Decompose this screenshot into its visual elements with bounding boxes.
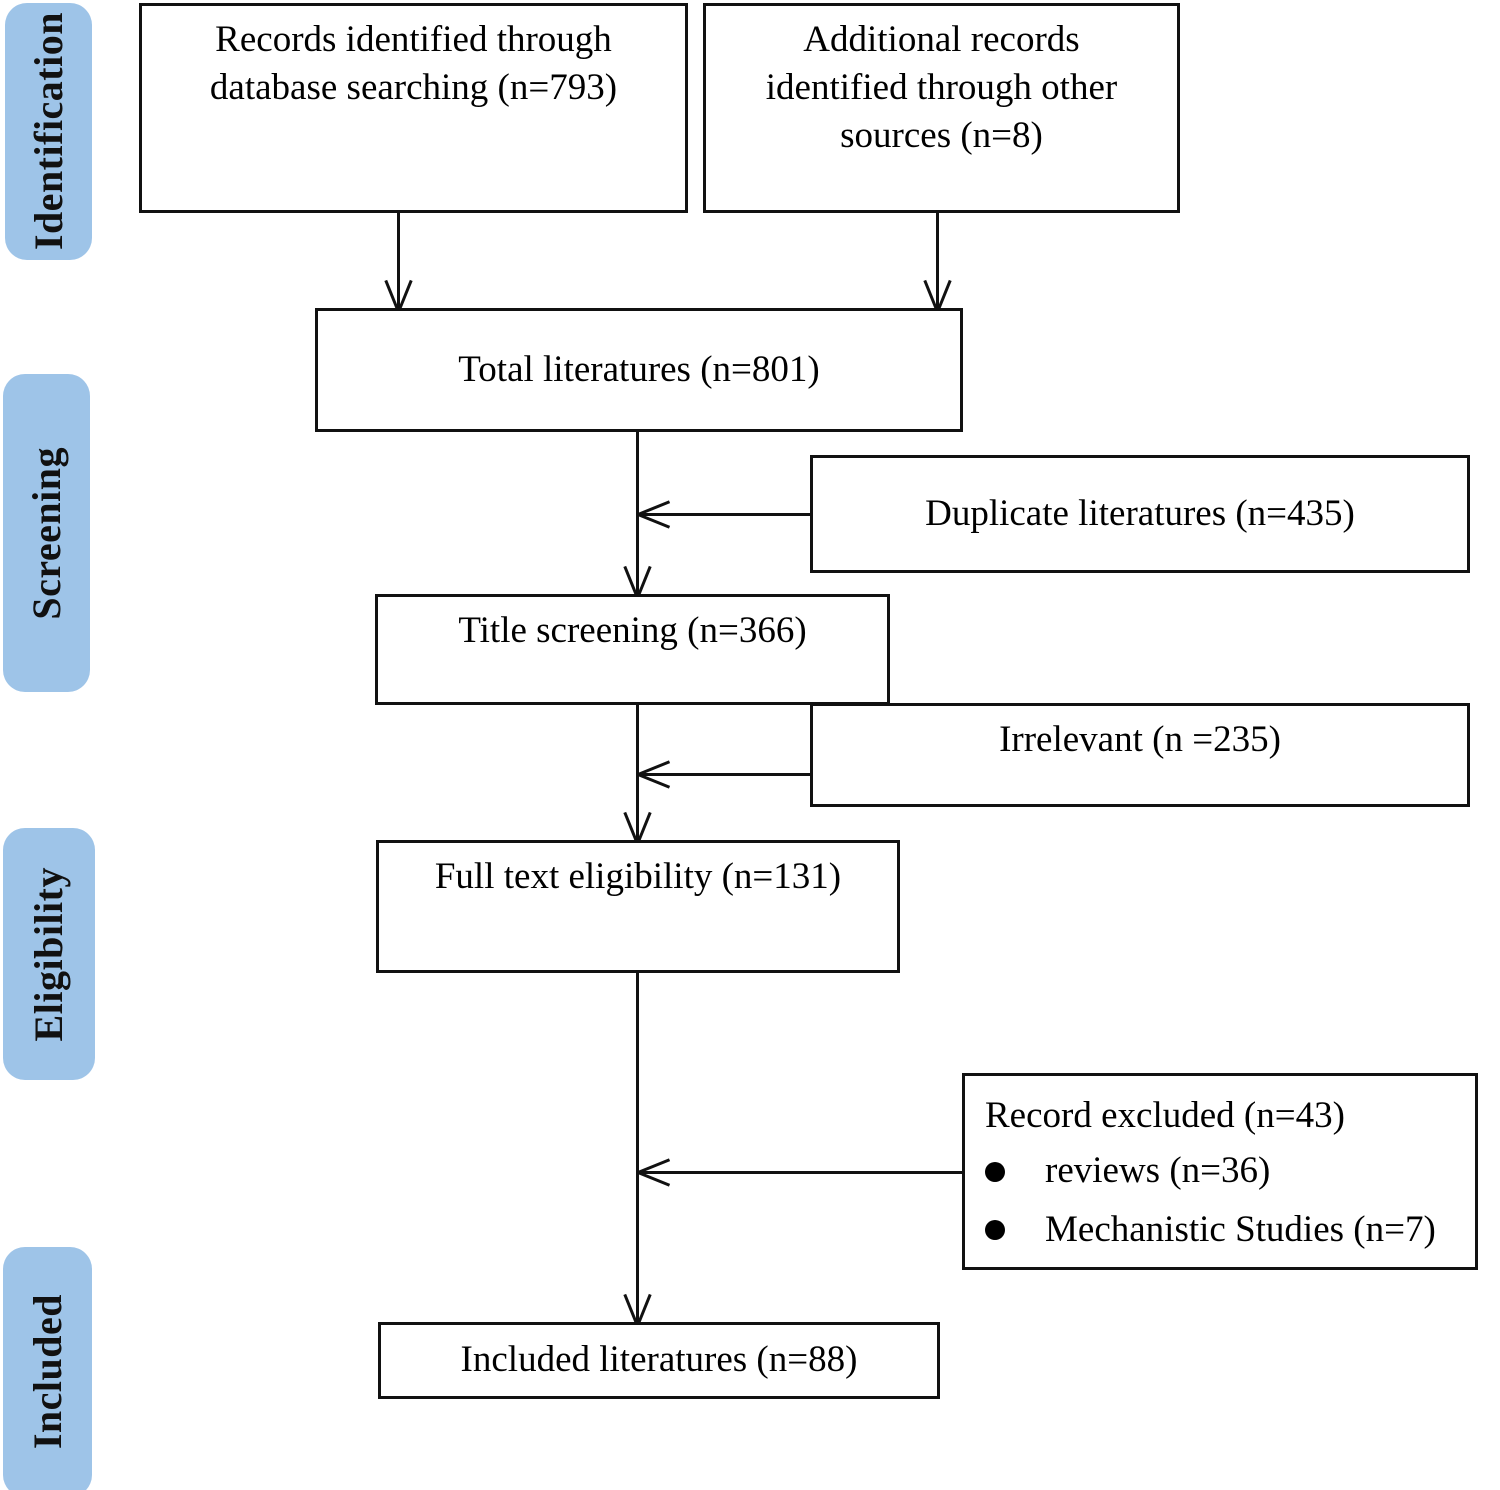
- stage-tab-eligibility-label: Eligibility: [26, 866, 71, 1042]
- box-database-search: Records identified through database sear…: [139, 3, 688, 213]
- record-excluded-title: Record excluded (n=43): [985, 1095, 1345, 1137]
- stage-tab-identification-label: Identification: [25, 12, 71, 251]
- record-excluded-content: Record excluded (n=43) reviews (n=36) Me…: [965, 1078, 1475, 1265]
- box-total-literatures-text: Total literatures (n=801): [458, 348, 820, 390]
- stage-tab-included: Included: [3, 1247, 92, 1490]
- box-title-screening-text: Title screening (n=366): [458, 610, 807, 651]
- box-title-screening: Title screening (n=366): [375, 594, 890, 705]
- box-included-literatures-text: Included literatures (n=88): [460, 1339, 858, 1381]
- record-excluded-item-mechanistic-label: Mechanistic Studies (n=7): [1045, 1208, 1436, 1250]
- box-full-text-eligibility: Full text eligibility (n=131): [376, 840, 900, 973]
- box-irrelevant: Irrelevant (n =235): [810, 703, 1470, 807]
- connector-database-to-total: [397, 213, 400, 308]
- connector-fulltext-to-included: [636, 973, 639, 1322]
- connector-excluded-to-flow: [637, 1171, 962, 1174]
- connector-irrelevant-to-flow: [637, 773, 810, 776]
- stage-tab-eligibility: Eligibility: [3, 828, 95, 1080]
- record-excluded-item-reviews: reviews (n=36): [985, 1148, 1475, 1194]
- box-database-search-text: Records identified through database sear…: [209, 19, 618, 109]
- stage-tab-included-label: Included: [24, 1294, 70, 1450]
- box-record-excluded: Record excluded (n=43) reviews (n=36) Me…: [962, 1073, 1478, 1270]
- stage-tab-identification: Identification: [5, 3, 92, 260]
- box-other-sources: Additional records identified through ot…: [703, 3, 1180, 213]
- connector-other-to-total: [936, 213, 939, 308]
- record-excluded-item-reviews-label: reviews (n=36): [1045, 1150, 1271, 1192]
- box-included-literatures: Included literatures (n=88): [378, 1322, 940, 1399]
- bullet-icon: [985, 1161, 1005, 1182]
- box-other-sources-text: Additional records identified through ot…: [765, 19, 1118, 157]
- box-duplicate-literatures-text: Duplicate literatures (n=435): [925, 492, 1355, 534]
- box-duplicate-literatures: Duplicate literatures (n=435): [810, 455, 1470, 573]
- box-total-literatures: Total literatures (n=801): [315, 308, 963, 432]
- bullet-icon: [985, 1219, 1005, 1240]
- stage-tab-screening-label: Screening: [23, 446, 69, 620]
- box-full-text-eligibility-text: Full text eligibility (n=131): [434, 856, 842, 897]
- stage-tab-screening: Screening: [3, 374, 90, 692]
- box-irrelevant-text: Irrelevant (n =235): [999, 719, 1281, 760]
- record-excluded-item-mechanistic: Mechanistic Studies (n=7): [985, 1207, 1475, 1253]
- connector-duplicates-to-flow: [637, 513, 810, 516]
